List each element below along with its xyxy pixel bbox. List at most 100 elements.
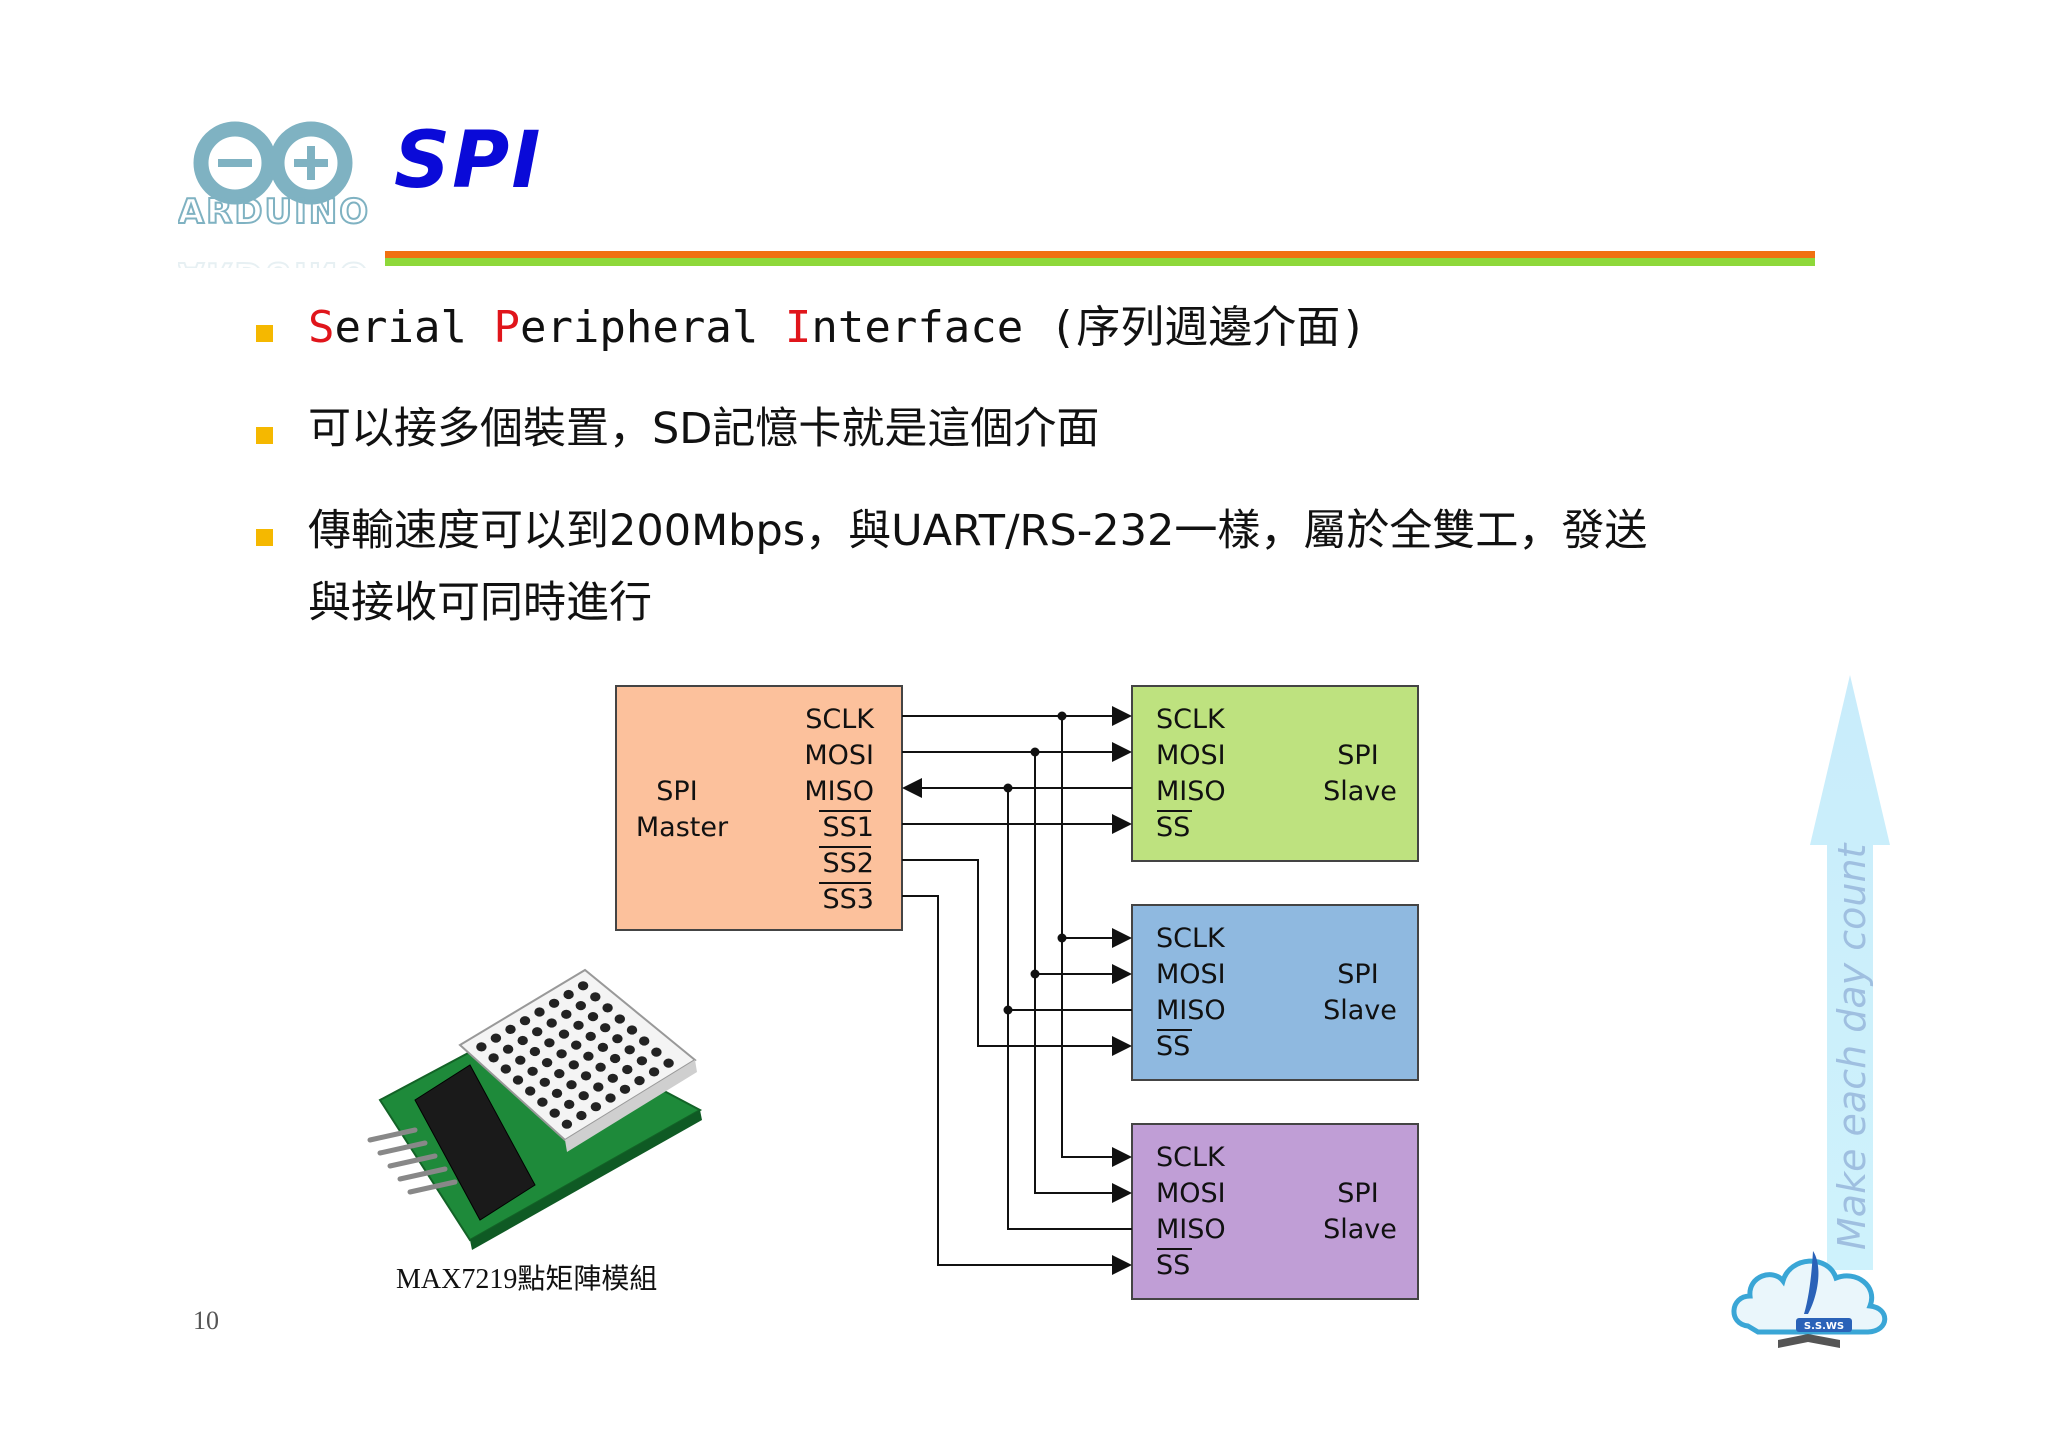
led-dot <box>549 1108 560 1118</box>
led-dot <box>500 1064 511 1074</box>
led-dot <box>561 1009 572 1019</box>
led-dot <box>609 1053 621 1064</box>
spi-wires <box>902 715 1132 1266</box>
badge-text: S.S.WS <box>1804 1321 1844 1332</box>
slave-2-label-2: Slave <box>1323 995 1397 1026</box>
slave-3-pin-mosi: MOSI <box>1156 1178 1226 1209</box>
bullet-marker <box>256 529 273 546</box>
title-rule-orange <box>385 251 1815 258</box>
led-dot <box>634 1076 645 1086</box>
bullet-1-part: erial <box>334 302 494 353</box>
led-dot <box>639 1036 650 1046</box>
led-dot <box>548 998 560 1008</box>
master-pin-mosi: MOSI <box>804 740 874 771</box>
slave-2-label-1: SPI <box>1337 959 1378 990</box>
slave-2-pin-miso: MISO <box>1156 995 1226 1026</box>
master-pin-sclk: SCLK <box>805 704 875 735</box>
arrow-up-icon: Make each day count <box>1810 675 1890 1270</box>
led-dot <box>648 1067 660 1077</box>
led-dot <box>619 1084 631 1094</box>
svg-text:ARDUINO: ARDUINO <box>178 254 370 268</box>
bullet-3-line-2: 與接收可同時進行 <box>308 578 652 628</box>
led-dot <box>636 1056 648 1066</box>
bullet-marker <box>256 427 273 444</box>
bullet-1-part: I <box>784 302 812 353</box>
led-dot <box>597 1042 609 1052</box>
spi-master-box <box>615 685 903 931</box>
master-pin-miso: MISO <box>804 776 874 807</box>
slave-2-pin-sclk: SCLK <box>1156 923 1226 954</box>
master-label-1: SPI <box>656 776 697 807</box>
arduino-logo: ARDUINO ARDUINO <box>177 118 370 295</box>
slave-1-pin-miso: MISO <box>1156 776 1226 807</box>
slide-title: SPI <box>394 116 543 206</box>
led-dot <box>519 1016 531 1026</box>
led-dot <box>546 1018 557 1028</box>
slave-1-label-2: Slave <box>1323 776 1397 807</box>
led-dot <box>595 1062 606 1072</box>
max7219-module-image <box>367 968 703 1250</box>
slave-2-pin-ss: SS <box>1156 1031 1190 1062</box>
led-dot <box>651 1047 662 1057</box>
led-dot <box>505 1024 516 1034</box>
led-dot <box>561 1119 573 1129</box>
led-dot <box>576 1110 587 1121</box>
led-dot <box>541 1058 553 1068</box>
led-dot <box>476 1042 487 1052</box>
slave-1-label-1: SPI <box>1337 740 1378 771</box>
bullet-2: 可以接多個裝置，SD記憶卡就是這個介面 <box>308 404 1100 454</box>
slave-3-pin-sclk: SCLK <box>1156 1142 1226 1173</box>
led-dot <box>590 992 601 1002</box>
slave-3-label-1: SPI <box>1337 1178 1378 1209</box>
led-dot <box>556 1049 567 1059</box>
led-dot <box>525 1086 536 1096</box>
led-dot <box>573 1020 584 1030</box>
led-dot <box>590 1102 602 1112</box>
led-dot <box>502 1044 514 1054</box>
led-dot <box>488 1053 499 1063</box>
led-dot <box>593 1082 604 1092</box>
led-dot <box>564 1099 575 1109</box>
led-dot <box>602 1003 613 1013</box>
led-dot <box>605 1093 616 1103</box>
led-dot <box>578 1091 589 1101</box>
led-dot <box>537 1097 548 1107</box>
master-label-2: Master <box>636 812 729 843</box>
slave-1-pin-ss: SS <box>1156 812 1190 843</box>
bullet-1-part: S <box>308 302 335 353</box>
led-dot <box>515 1055 526 1065</box>
led-dot <box>624 1045 635 1055</box>
led-dot <box>585 1031 596 1041</box>
led-dot <box>512 1075 524 1085</box>
led-dot <box>558 1029 570 1039</box>
led-dot <box>575 1001 586 1011</box>
led-dot <box>554 1069 565 1079</box>
led-dot <box>534 1007 545 1017</box>
master-pin-ss3: SS3 <box>823 884 874 915</box>
led-dot <box>568 1060 579 1070</box>
bullet-marker <box>256 325 273 342</box>
led-dot <box>577 981 589 991</box>
led-dot <box>551 1088 563 1098</box>
led-dot <box>607 1073 618 1083</box>
led-dot <box>527 1066 538 1076</box>
bullet-1: Serial Peripheral Interface (序列週邊介面) <box>308 299 1367 356</box>
slave-1-pin-sclk: SCLK <box>1156 704 1226 735</box>
spi-slave-3-box <box>1131 1123 1419 1300</box>
cloud-logo: S.S.WS <box>1731 1251 1888 1348</box>
title-rule-green <box>385 258 1815 266</box>
spi-slave-2-box <box>1131 904 1419 1081</box>
led-dot <box>612 1034 623 1044</box>
led-dot <box>587 1012 599 1022</box>
led-dot <box>544 1038 555 1048</box>
led-dot <box>539 1077 550 1087</box>
led-dot <box>626 1025 638 1035</box>
led-dot <box>580 1071 592 1081</box>
led-dot <box>532 1027 543 1037</box>
slave-3-label-2: Slave <box>1323 1214 1397 1245</box>
bullet-1-part: nterface (序列週邊介面) <box>811 302 1367 353</box>
logo-text: ARDUINO <box>178 192 370 232</box>
led-dot <box>663 1058 674 1068</box>
master-pin-ss1: SS1 <box>823 812 874 843</box>
module-caption: MAX7219點矩陣模組 <box>396 1264 658 1295</box>
